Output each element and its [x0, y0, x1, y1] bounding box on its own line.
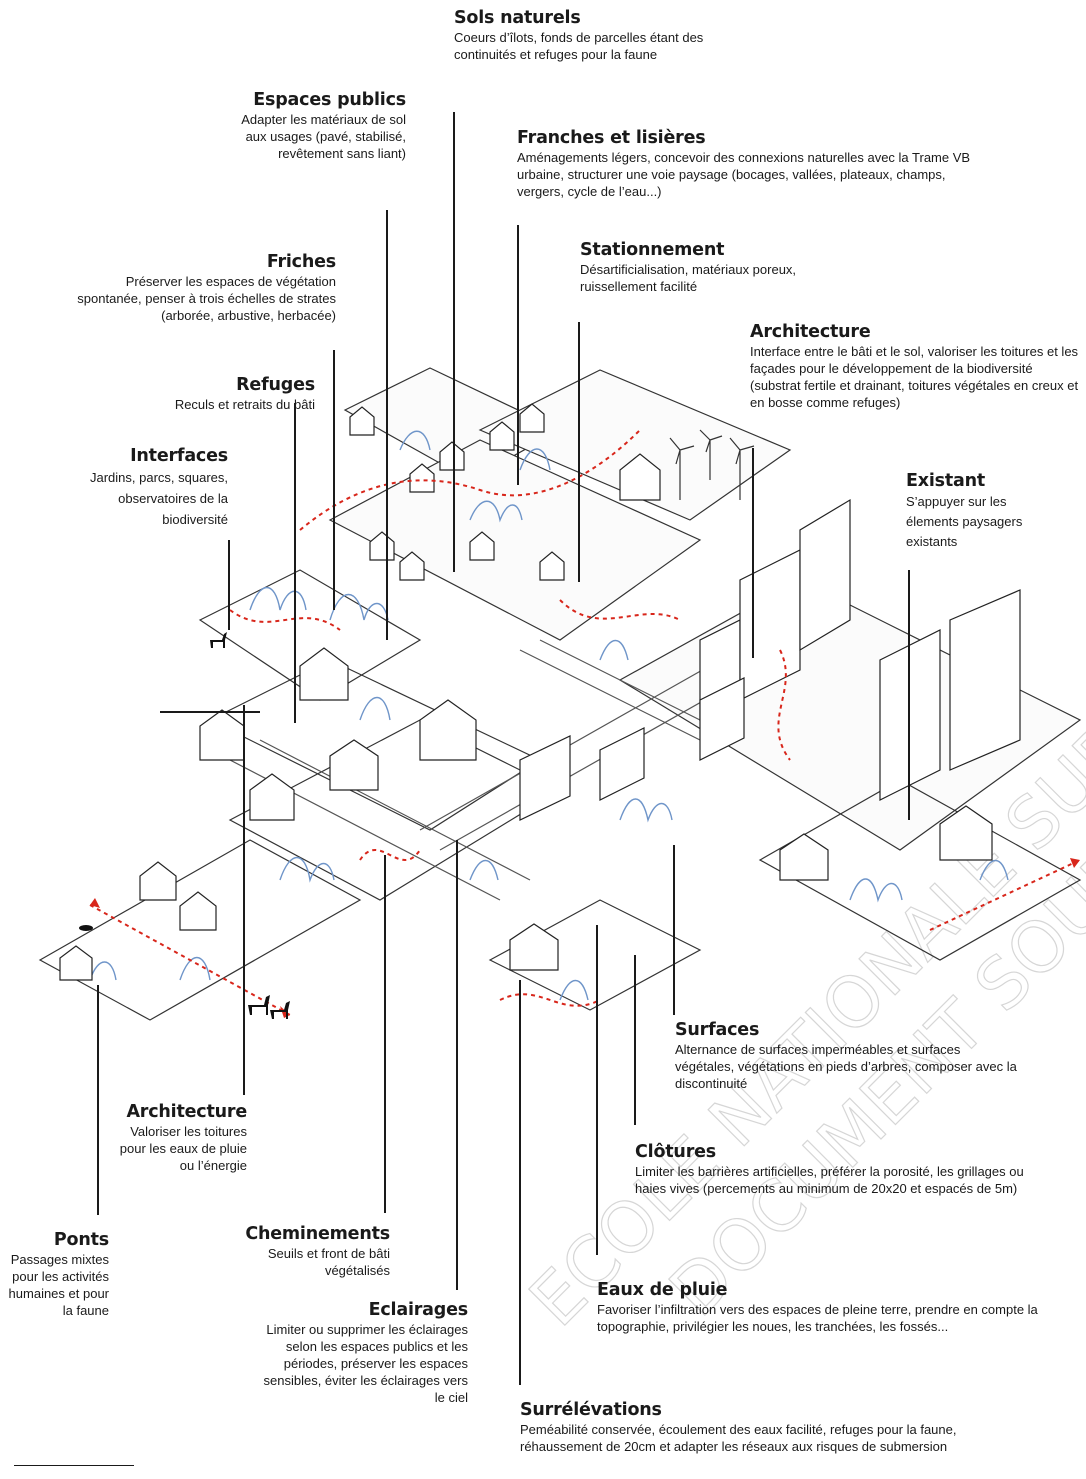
leader-eaux	[596, 925, 598, 1255]
leader-architecture-bottom	[243, 705, 245, 1095]
leader-refuges	[294, 403, 296, 723]
label-text: Coeurs d’îlots, fonds de parcelles étant…	[454, 30, 704, 62]
label-text: Seuils et front de bâti végétalisés	[267, 1246, 390, 1278]
label-title: Clôtures	[635, 1142, 717, 1162]
leader-surrelevations	[519, 980, 521, 1385]
leader-stationnement	[578, 322, 580, 582]
label-existant: Existant S’appuyer sur les élements pays…	[906, 471, 1056, 552]
leader-existant	[908, 570, 910, 820]
label-title: Stationnement	[580, 240, 725, 260]
label-title: Architecture	[126, 1102, 247, 1122]
leader-sols-naturels	[453, 112, 455, 572]
label-franches: Franches et lisières Aménagements légers…	[517, 128, 977, 200]
label-text: Jardins, parcs, squares, observatoires d…	[89, 470, 228, 527]
label-title: Ponts	[53, 1230, 109, 1250]
label-text: Interface entre le bâti et le sol, valor…	[750, 344, 1079, 410]
label-surfaces: Surfaces Alternance de surfaces imperméa…	[675, 1020, 1020, 1092]
label-ponts: Ponts Passages mixtes pour les activités…	[4, 1230, 110, 1319]
label-refuges: Refuges Reculs et retraits du bâti	[120, 375, 315, 413]
label-architecture-bottom: Architecture Valoriser les toitures pour…	[112, 1102, 247, 1174]
label-espaces-publics: Espaces publics Adapter les matériaux de…	[236, 90, 406, 162]
label-interfaces: Interfaces Jardins, parcs, squares, obse…	[52, 446, 228, 530]
buildings	[59, 403, 1021, 981]
label-text: Limiter ou supprimer les éclairages selo…	[263, 1322, 468, 1405]
label-friches: Friches Préserver les espaces de végétat…	[60, 252, 336, 324]
label-text: S’appuyer sur les élements paysagers exi…	[906, 494, 1023, 549]
label-title: Friches	[266, 252, 336, 272]
label-text: Favoriser l’infiltration vers des espace…	[597, 1302, 1038, 1334]
label-clotures: Clôtures Limiter les barrières artificie…	[635, 1142, 1030, 1197]
label-title: Sols naturels	[454, 8, 581, 28]
leader-ponts	[97, 985, 99, 1215]
label-title: Surrélévations	[520, 1400, 662, 1420]
label-text: Passages mixtes pour les activités humai…	[8, 1252, 109, 1318]
label-title: Franches et lisières	[517, 128, 706, 148]
label-cheminements: Cheminements Seuils et front de bâti vég…	[210, 1224, 390, 1279]
leader-pont-left	[160, 711, 260, 713]
label-text: Alternance de surfaces imperméables et s…	[675, 1042, 1017, 1091]
label-surrelevations: Surrélévations Peméabilité conservée, éc…	[520, 1400, 960, 1455]
leader-friches	[333, 350, 335, 610]
label-text: Préserver les espaces de végétation spon…	[77, 274, 336, 323]
leader-espaces-publics	[386, 210, 388, 640]
label-eclairages: Eclairages Limiter ou supprimer les écla…	[250, 1300, 469, 1406]
label-text: Aménagements légers, concevoir des conne…	[517, 150, 971, 199]
label-sols-naturels: Sols naturels Coeurs d’îlots, fonds de p…	[454, 8, 734, 63]
label-text: Reculs et retraits du bâti	[174, 397, 315, 412]
label-title: Espaces publics	[253, 90, 406, 110]
leader-franches	[517, 225, 519, 485]
label-text: Valoriser les toitures pour les eaux de …	[119, 1124, 247, 1173]
leader-cheminements	[384, 855, 386, 1213]
label-title: Cheminements	[245, 1224, 390, 1244]
label-stationnement: Stationnement Désartificialisation, maté…	[580, 240, 820, 295]
leader-architecture-top	[752, 448, 754, 658]
label-title: Eclairages	[368, 1300, 469, 1320]
label-text: Limiter les barrières artificielles, pré…	[635, 1164, 1024, 1196]
wind-turbines	[669, 429, 755, 500]
label-title: Architecture	[750, 322, 871, 342]
label-title: Eaux de pluie	[597, 1280, 728, 1300]
leader-clotures	[634, 955, 636, 1125]
leader-surfaces	[673, 845, 675, 1015]
leader-interfaces	[228, 540, 230, 630]
label-text: Peméabilité conservée, écoulement des ea…	[520, 1422, 957, 1454]
label-title: Existant	[906, 471, 986, 491]
label-title: Refuges	[236, 375, 315, 395]
label-title: Surfaces	[675, 1020, 760, 1040]
fauna-paths	[89, 429, 1081, 1016]
label-text: Désartificialisation, matériaux poreux, …	[580, 262, 797, 294]
label-title: Interfaces	[130, 446, 228, 466]
label-eaux-de-pluie: Eaux de pluie Favoriser l’infiltration v…	[597, 1280, 1067, 1335]
footnote-rule	[14, 1465, 134, 1466]
label-text: Adapter les matériaux de sol aux usages …	[241, 112, 406, 161]
animals	[79, 632, 290, 1019]
label-architecture-top: Architecture Interface entre le bâti et …	[750, 322, 1080, 411]
leader-eclairages	[456, 840, 458, 1290]
